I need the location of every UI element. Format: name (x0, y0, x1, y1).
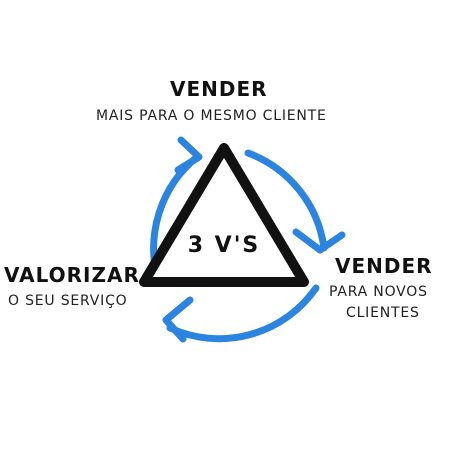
right-title: VENDER (335, 254, 433, 278)
left-subtitle: O SEU SERVIÇO (8, 293, 128, 309)
center-label: 3 V'S (187, 233, 261, 258)
triangle-shape (139, 143, 309, 287)
left-title: VALORIZAR (4, 263, 140, 287)
top-subtitle: MAIS PARA O MESMO CLIENTE (96, 108, 327, 124)
right-subtitle-line2: CLIENTES (346, 305, 420, 321)
arrow-bottom-icon (162, 284, 320, 343)
top-title: VENDER (170, 77, 268, 101)
right-subtitle-line1: PARA NOVOS (329, 284, 428, 300)
arrow-top-right-icon (244, 149, 346, 254)
